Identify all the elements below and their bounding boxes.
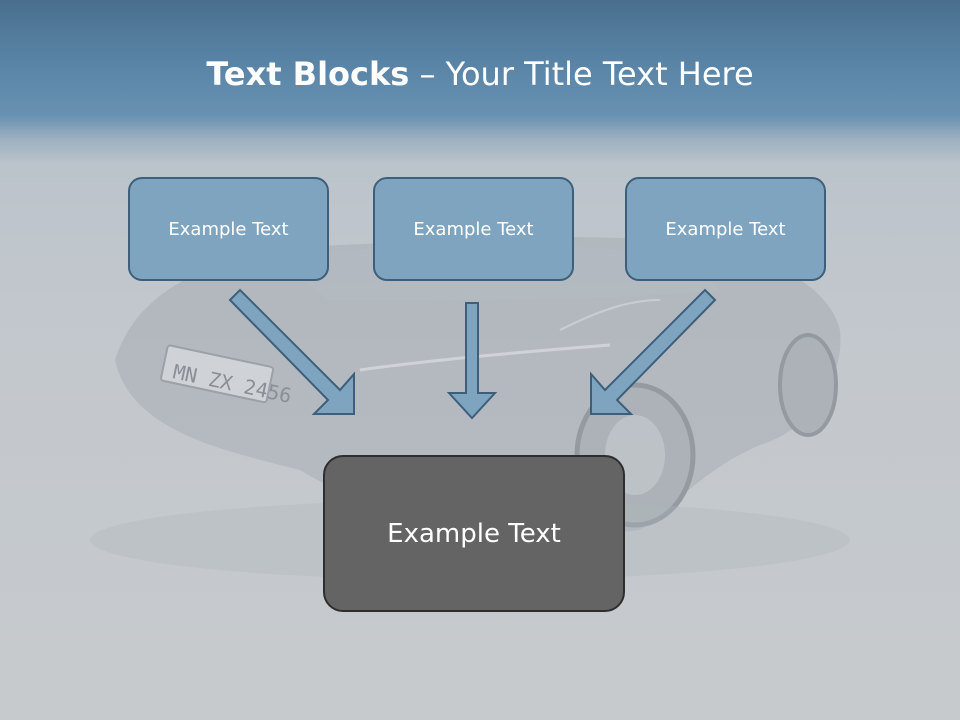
text-block-1-label: Example Text xyxy=(168,218,289,240)
title-rest: – Your Title Text Here xyxy=(409,55,754,93)
text-block-2-label: Example Text xyxy=(413,218,534,240)
slide-title: Text Blocks – Your Title Text Here xyxy=(0,52,960,96)
arrow-left-icon xyxy=(228,288,355,415)
result-block[interactable]: Example Text xyxy=(323,455,625,612)
result-block-label: Example Text xyxy=(387,518,561,549)
arrow-right-icon xyxy=(590,288,717,415)
text-block-1[interactable]: Example Text xyxy=(128,177,329,281)
arrow-center-icon xyxy=(446,302,498,420)
title-bold: Text Blocks xyxy=(206,55,410,93)
text-block-2[interactable]: Example Text xyxy=(373,177,574,281)
text-block-3-label: Example Text xyxy=(665,218,786,240)
text-block-3[interactable]: Example Text xyxy=(625,177,826,281)
